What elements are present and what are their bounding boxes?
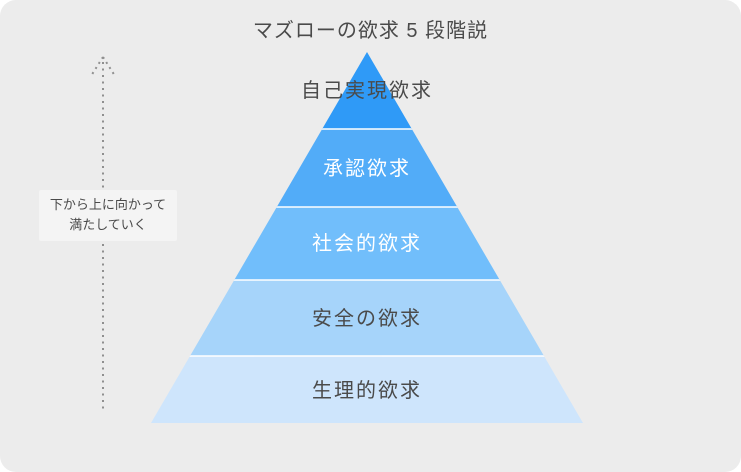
annotation-line-1: 下から上に向かって bbox=[49, 197, 167, 212]
diagram-title: マズローの欲求 5 段階説 bbox=[252, 20, 489, 42]
pyramid-level-2-label: 承認欲求 bbox=[323, 157, 411, 180]
up-arrow-head-right bbox=[102, 56, 116, 77]
pyramid-level-5-shape bbox=[151, 356, 583, 423]
pyramid-level-3-label: 社会的欲求 bbox=[312, 232, 422, 255]
direction-annotation: 下から上に向かって 満たしていく bbox=[39, 190, 177, 241]
pyramid-level-5-label: 生理的欲求 bbox=[312, 379, 422, 402]
up-arrow-head-left bbox=[90, 56, 104, 77]
annotation-line-2: 満たしていく bbox=[69, 217, 147, 232]
pyramid-labels: 自己実現欲求 承認欲求 社会的欲求 安全の欲求 生理的欲求 bbox=[301, 79, 433, 402]
pyramid-level-4-label: 安全の欲求 bbox=[312, 307, 422, 330]
pyramid-level-1-label: 自己実現欲求 bbox=[301, 79, 433, 102]
